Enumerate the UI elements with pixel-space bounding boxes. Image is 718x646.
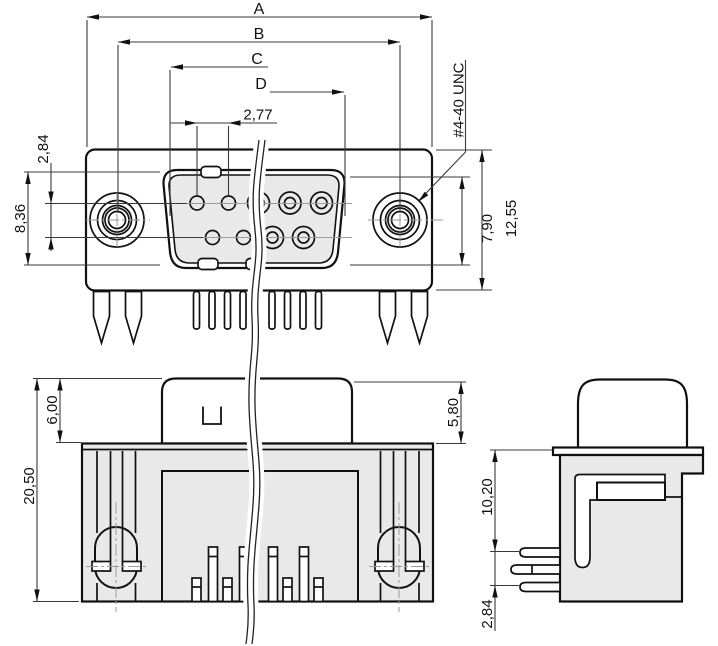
dim-pin-pitch: 2,77	[170, 107, 277, 195]
dim-c-shell-width: C	[169, 51, 268, 216]
dim-row-spacing: 2,84	[35, 134, 203, 251]
thread-callout: #4-40 UNC	[418, 60, 468, 202]
dim-label-c: C	[251, 51, 263, 68]
dim-shell-height: 8,36	[12, 171, 160, 266]
front-shell-u-mark	[202, 406, 222, 425]
dim-value-flange-height: 12,55	[503, 200, 520, 238]
top-view	[45, 148, 446, 346]
dim-inset-height: 7,90	[350, 176, 496, 266]
dim-value-side-pin-offset: 2,84	[479, 599, 496, 628]
side-flange	[551, 446, 705, 457]
dim-value-front-total-height: 20,50	[21, 467, 38, 505]
side-shell-dome	[576, 378, 689, 450]
dim-side-body-height: 10,20	[479, 449, 552, 553]
dim-front-shell-left: 6,00	[33, 377, 162, 444]
dim-value-side-body-height: 10,20	[479, 478, 496, 516]
dim-value-front-shell-left: 6,00	[44, 395, 61, 424]
dim-label-a: A	[254, 1, 265, 18]
dim-front-shell-right: 5,80	[354, 381, 466, 445]
dim-value-pin-pitch: 2,77	[243, 107, 272, 124]
dim-label-d: D	[255, 76, 267, 93]
dim-b-mount-hole-spacing: B	[117, 26, 401, 213]
dim-side-pin-offset: 2,84	[479, 551, 519, 631]
dim-label-b: B	[254, 26, 265, 43]
thread-spec-label: #4-40 UNC	[451, 62, 468, 137]
side-contact-strip	[596, 481, 666, 501]
dim-d-shell-width: D	[255, 76, 346, 216]
board-lock-pins	[92, 290, 429, 346]
dim-a-overall-width: A	[86, 1, 433, 147]
contact-tail-pins	[192, 290, 323, 330]
lock-cavity-lines	[96, 451, 420, 601]
dim-value-inset-height: 7,90	[479, 214, 496, 243]
side-view	[510, 378, 705, 603]
dim-front-total-height: 20,50	[21, 378, 79, 603]
dim-value-shell-height: 8,36	[12, 204, 29, 233]
dim-value-front-shell-right: 5,80	[445, 398, 462, 427]
dim-flange-height: 12,55	[436, 149, 520, 291]
dim-value-row-spacing: 2,84	[35, 134, 52, 163]
front-view-centerlines	[86, 502, 431, 612]
dimensions: A B C D 2,77	[12, 1, 552, 631]
break-line	[241, 132, 270, 646]
side-view-pins	[510, 547, 561, 593]
